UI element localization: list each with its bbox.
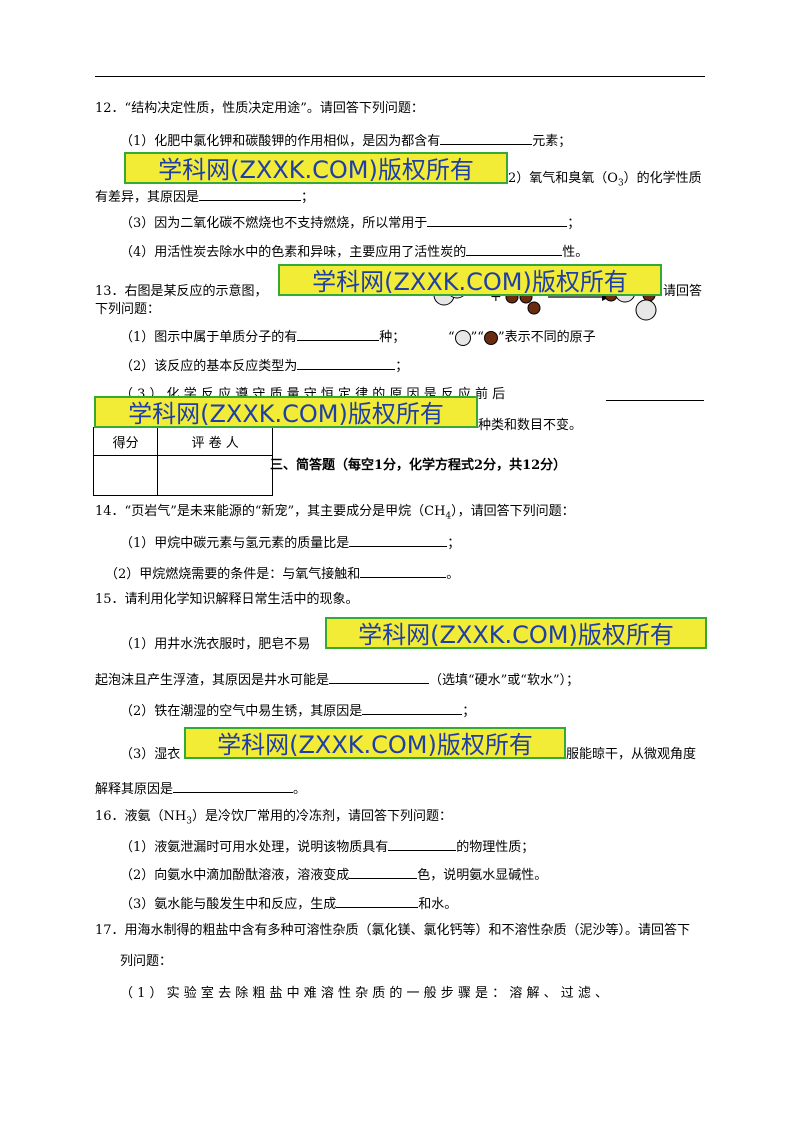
q16-title: 16．液氨（NH3）是冷饮厂常用的冷冻剂，请回答下列问题： [95, 809, 453, 827]
answer-blank[interactable] [336, 893, 419, 908]
q15-part3-line2: 解释其原因是。 [95, 778, 306, 799]
answer-blank[interactable] [349, 864, 418, 879]
plus-sign: + [490, 289, 502, 305]
q14-title: 14．“页岩气”是未来能源的“新宠”，其主要成分是甲烷（CH4），请回答下列问题… [95, 504, 575, 522]
answer-blank[interactable] [349, 532, 448, 547]
grader-header: 评 卷 人 [157, 427, 273, 456]
answer-blank[interactable] [440, 130, 533, 145]
watermark-stamp: 学科网(ZXXK.COM)版权所有 [278, 264, 662, 296]
answer-blank[interactable] [466, 241, 563, 256]
q15-part3: （3）湿衣 [120, 747, 181, 762]
q13-part1: （1）图示中属于单质分子的有种； [120, 326, 405, 347]
watermark-stamp: 学科网(ZXXK.COM)版权所有 [325, 617, 707, 649]
answer-blank[interactable] [427, 212, 568, 227]
q13-title-end: 请回答 [663, 284, 703, 299]
answer-blank[interactable] [297, 326, 380, 341]
q13-part3-line2: 种类和数目不变。 [478, 418, 583, 433]
q15-title: 15．请利用化学知识解释日常生活中的现象。 [95, 592, 359, 607]
answer-blank[interactable] [606, 386, 704, 401]
watermark-stamp: 学科网(ZXXK.COM)版权所有 [94, 396, 478, 428]
q17-title: 17．用海水制得的粗盐中含有多种可溶性杂质（氯化镁、氯化钙等）和不溶性杂质（泥沙… [95, 923, 691, 938]
score-header: 得分 [92, 427, 159, 456]
q17-title-line2: 列问题： [120, 954, 173, 969]
q14-part2: （2）甲烷燃烧需要的条件是：与氧气接触和。 [105, 563, 459, 584]
q13-part2: （2）该反应的基本反应类型为； [120, 355, 408, 376]
q12-part3: （3）因为二氧化碳不燃烧也不支持燃烧，所以常用于； [120, 212, 580, 233]
answer-blank[interactable] [173, 778, 294, 793]
answer-blank[interactable] [360, 563, 447, 578]
section-title: 三、简答题（每空1分，化学方程式2分，共12分） [270, 458, 567, 473]
q12-part1: （1）化肥中氯化钾和碳酸钾的作用相似，是因为都含有元素； [120, 130, 571, 151]
dark-atom-icon [483, 330, 498, 345]
q15-part1: （1）用井水洗衣服时，肥皂不易 [120, 637, 311, 652]
q13-title: 13．右图是某反应的示意图， [95, 284, 268, 299]
light-atom-icon [454, 329, 471, 346]
q13-title-line2: 下列问题： [95, 302, 161, 317]
q12-part2-end: 2）氧气和臭氧（O3）的化学性质 [508, 171, 702, 189]
q15-part3-end: 服能晾干，从微观角度 [566, 747, 697, 762]
score-cell[interactable] [92, 455, 159, 496]
watermark-stamp: 学科网(ZXXK.COM)版权所有 [124, 152, 508, 184]
q16-part2: （2）向氨水中滴加酚酞溶液，溶液变成色，说明氨水显碱性。 [120, 864, 547, 885]
q12-part4: （4）用活性炭去除水中的色素和异味，主要应用了活性炭的性。 [120, 241, 588, 262]
q12-title: 12．“结构决定性质，性质决定用途”。请回答下列问题： [95, 101, 424, 116]
watermark-stamp: 学科网(ZXXK.COM)版权所有 [184, 727, 566, 759]
q17-part1: （ 1 ） 实 验 室 去 除 粗 盐 中 难 溶 性 杂 质 的 一 般 步 … [120, 986, 608, 1001]
answer-blank[interactable] [297, 355, 396, 370]
grader-cell[interactable] [157, 455, 273, 496]
q16-part3: （3）氨水能与酸发生中和反应，生成和水。 [120, 893, 457, 914]
header-rule [95, 76, 705, 77]
q12-part2-line2: 有差异，其原因是； [95, 186, 314, 207]
atom-legend: “”“”表示不同的原子 [448, 329, 596, 346]
q14-part1: （1）甲烷中碳元素与氢元素的质量比是； [120, 532, 460, 553]
q16-part1: （1）液氨泄漏时可用水处理，说明该物质具有的物理性质； [120, 836, 534, 857]
q13-part3-blank [606, 386, 704, 407]
q15-part1-line2: 起泡沫且产生浮渣，其原因是井水可能是（选填“硬水”或“软水”）； [95, 669, 579, 690]
score-table: 得分 评 卷 人 [92, 427, 273, 496]
answer-blank[interactable] [199, 186, 302, 201]
q15-part2: （2）铁在潮湿的空气中易生锈，其原因是； [120, 700, 475, 721]
answer-blank[interactable] [362, 700, 463, 715]
answer-blank[interactable] [388, 836, 457, 851]
answer-blank[interactable] [329, 669, 430, 684]
